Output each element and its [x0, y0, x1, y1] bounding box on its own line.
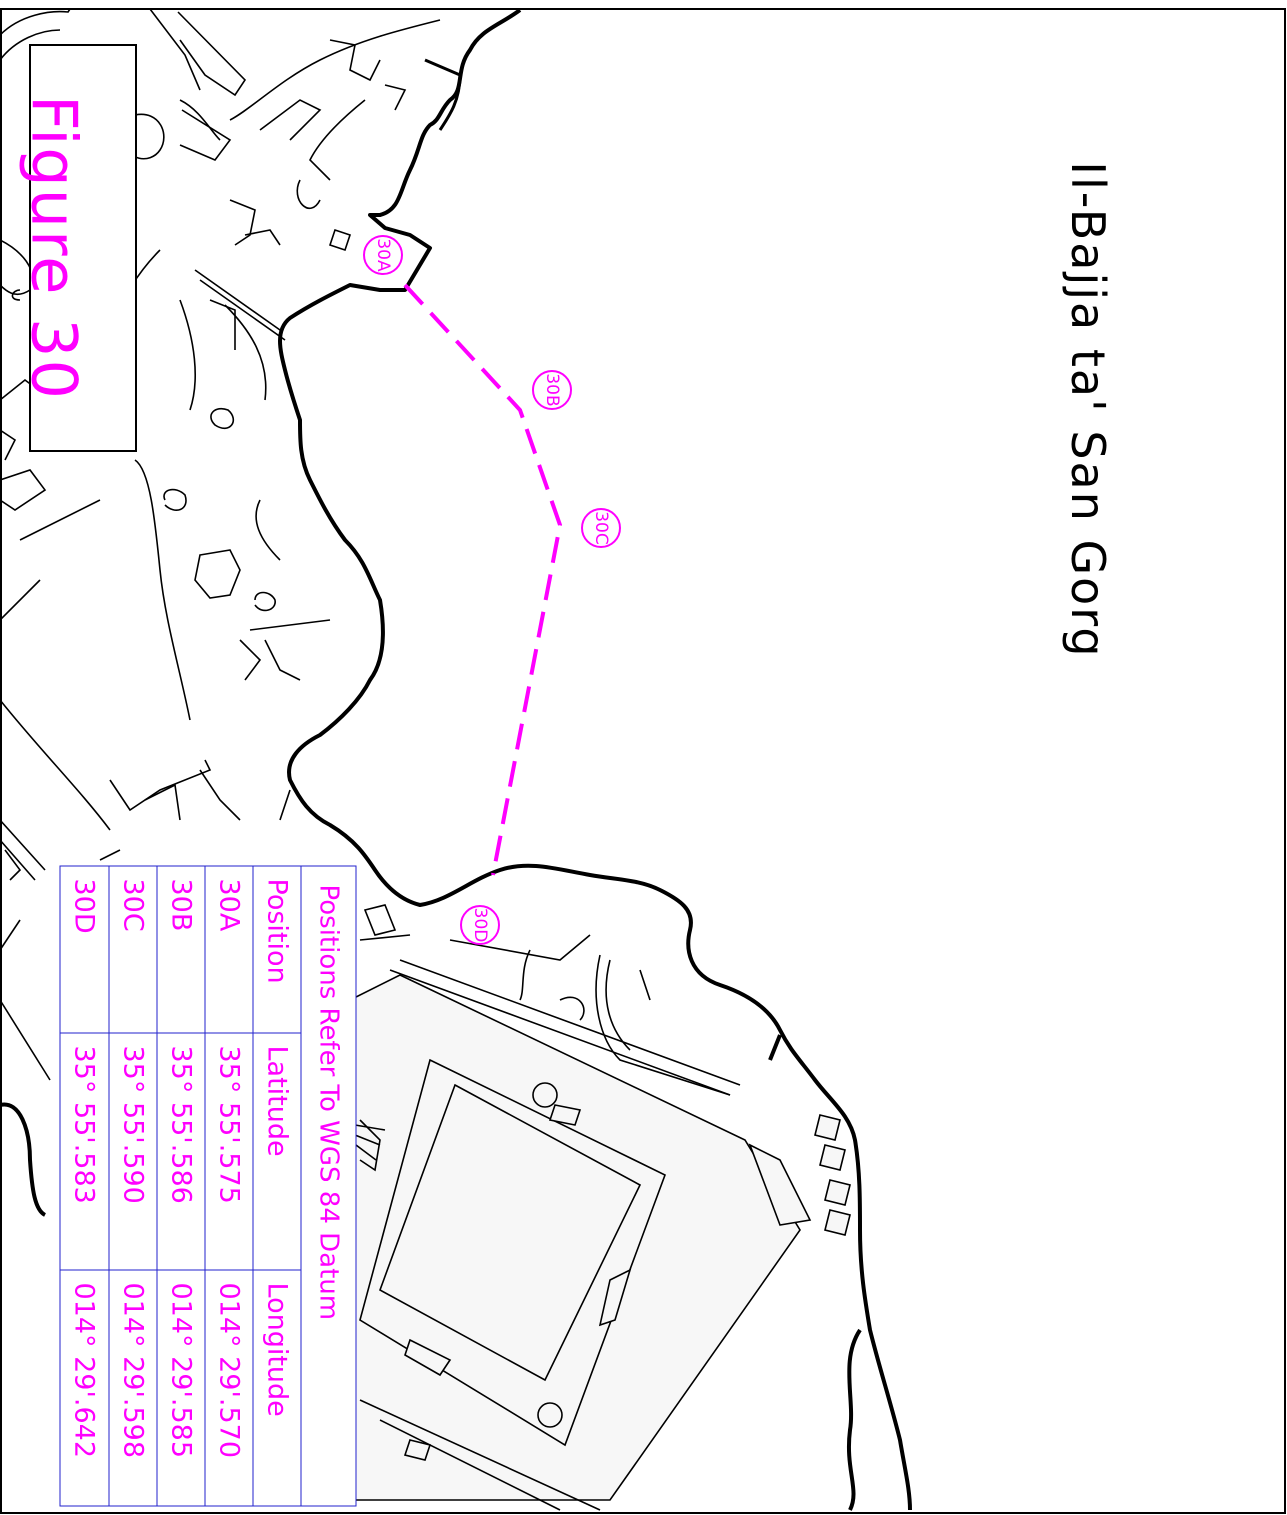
boundary-line — [403, 283, 563, 876]
figure-label: Figure 30 — [17, 95, 91, 401]
marker-30A: 30A — [363, 235, 403, 275]
marker-30D: 30D — [460, 905, 500, 945]
header-position: Position — [253, 866, 300, 1033]
cell-position: 30B — [157, 866, 204, 1033]
table-row: 30B 35° 55'.586 014° 29'.585 — [156, 866, 204, 1505]
marker-label: 30B — [542, 373, 562, 406]
cell-longitude: 014° 29'.598 — [117, 1282, 148, 1458]
coastline — [0, 8, 912, 1511]
marker-label: 30A — [373, 238, 393, 272]
cell-latitude: 35° 55'.575 — [205, 1033, 252, 1270]
cell-position: 30D — [60, 866, 108, 1033]
pier-line — [424, 58, 462, 131]
cell-position: 30C — [109, 866, 156, 1033]
marker-label: 30C — [591, 511, 611, 545]
cell-latitude: 35° 55'.583 — [60, 1033, 108, 1270]
map-frame — [0, 8, 1286, 1514]
marker-30B: 30B — [532, 370, 572, 410]
table-row: 30A 35° 55'.575 014° 29'.570 — [204, 866, 252, 1505]
coordinates-table-wrap: Positions Refer To WGS 84 Datum Position… — [59, 865, 356, 1506]
cell-longitude: 014° 29'.570 — [213, 1282, 244, 1458]
marker-label: 30D — [470, 908, 490, 943]
header-latitude: Latitude — [253, 1033, 300, 1270]
table-header-row: Position Latitude Longitude — [252, 866, 300, 1505]
table-row: 30C 35° 55'.590 014° 29'.598 — [108, 866, 156, 1505]
cell-latitude: 35° 55'.590 — [109, 1033, 156, 1270]
land-features — [0, 8, 741, 1096]
header-longitude: Longitude — [261, 1282, 292, 1417]
cell-longitude: 014° 29'.585 — [165, 1282, 196, 1458]
location-title: Il-Bajja ta' San Gorg — [1061, 161, 1115, 659]
marker-30C: 30C — [581, 508, 621, 548]
coordinates-table: Positions Refer To WGS 84 Datum Position… — [59, 865, 356, 1506]
cell-position: 30A — [205, 866, 252, 1033]
figure-label-box — [29, 44, 137, 452]
cell-longitude: 014° 29'.642 — [68, 1282, 100, 1458]
harbor-buildings — [349, 974, 851, 1511]
table-row: 30D 35° 55'.583 014° 29'.642 — [60, 866, 108, 1505]
cell-latitude: 35° 55'.586 — [157, 1033, 204, 1270]
table-caption: Positions Refer To WGS 84 Datum — [300, 866, 355, 1505]
